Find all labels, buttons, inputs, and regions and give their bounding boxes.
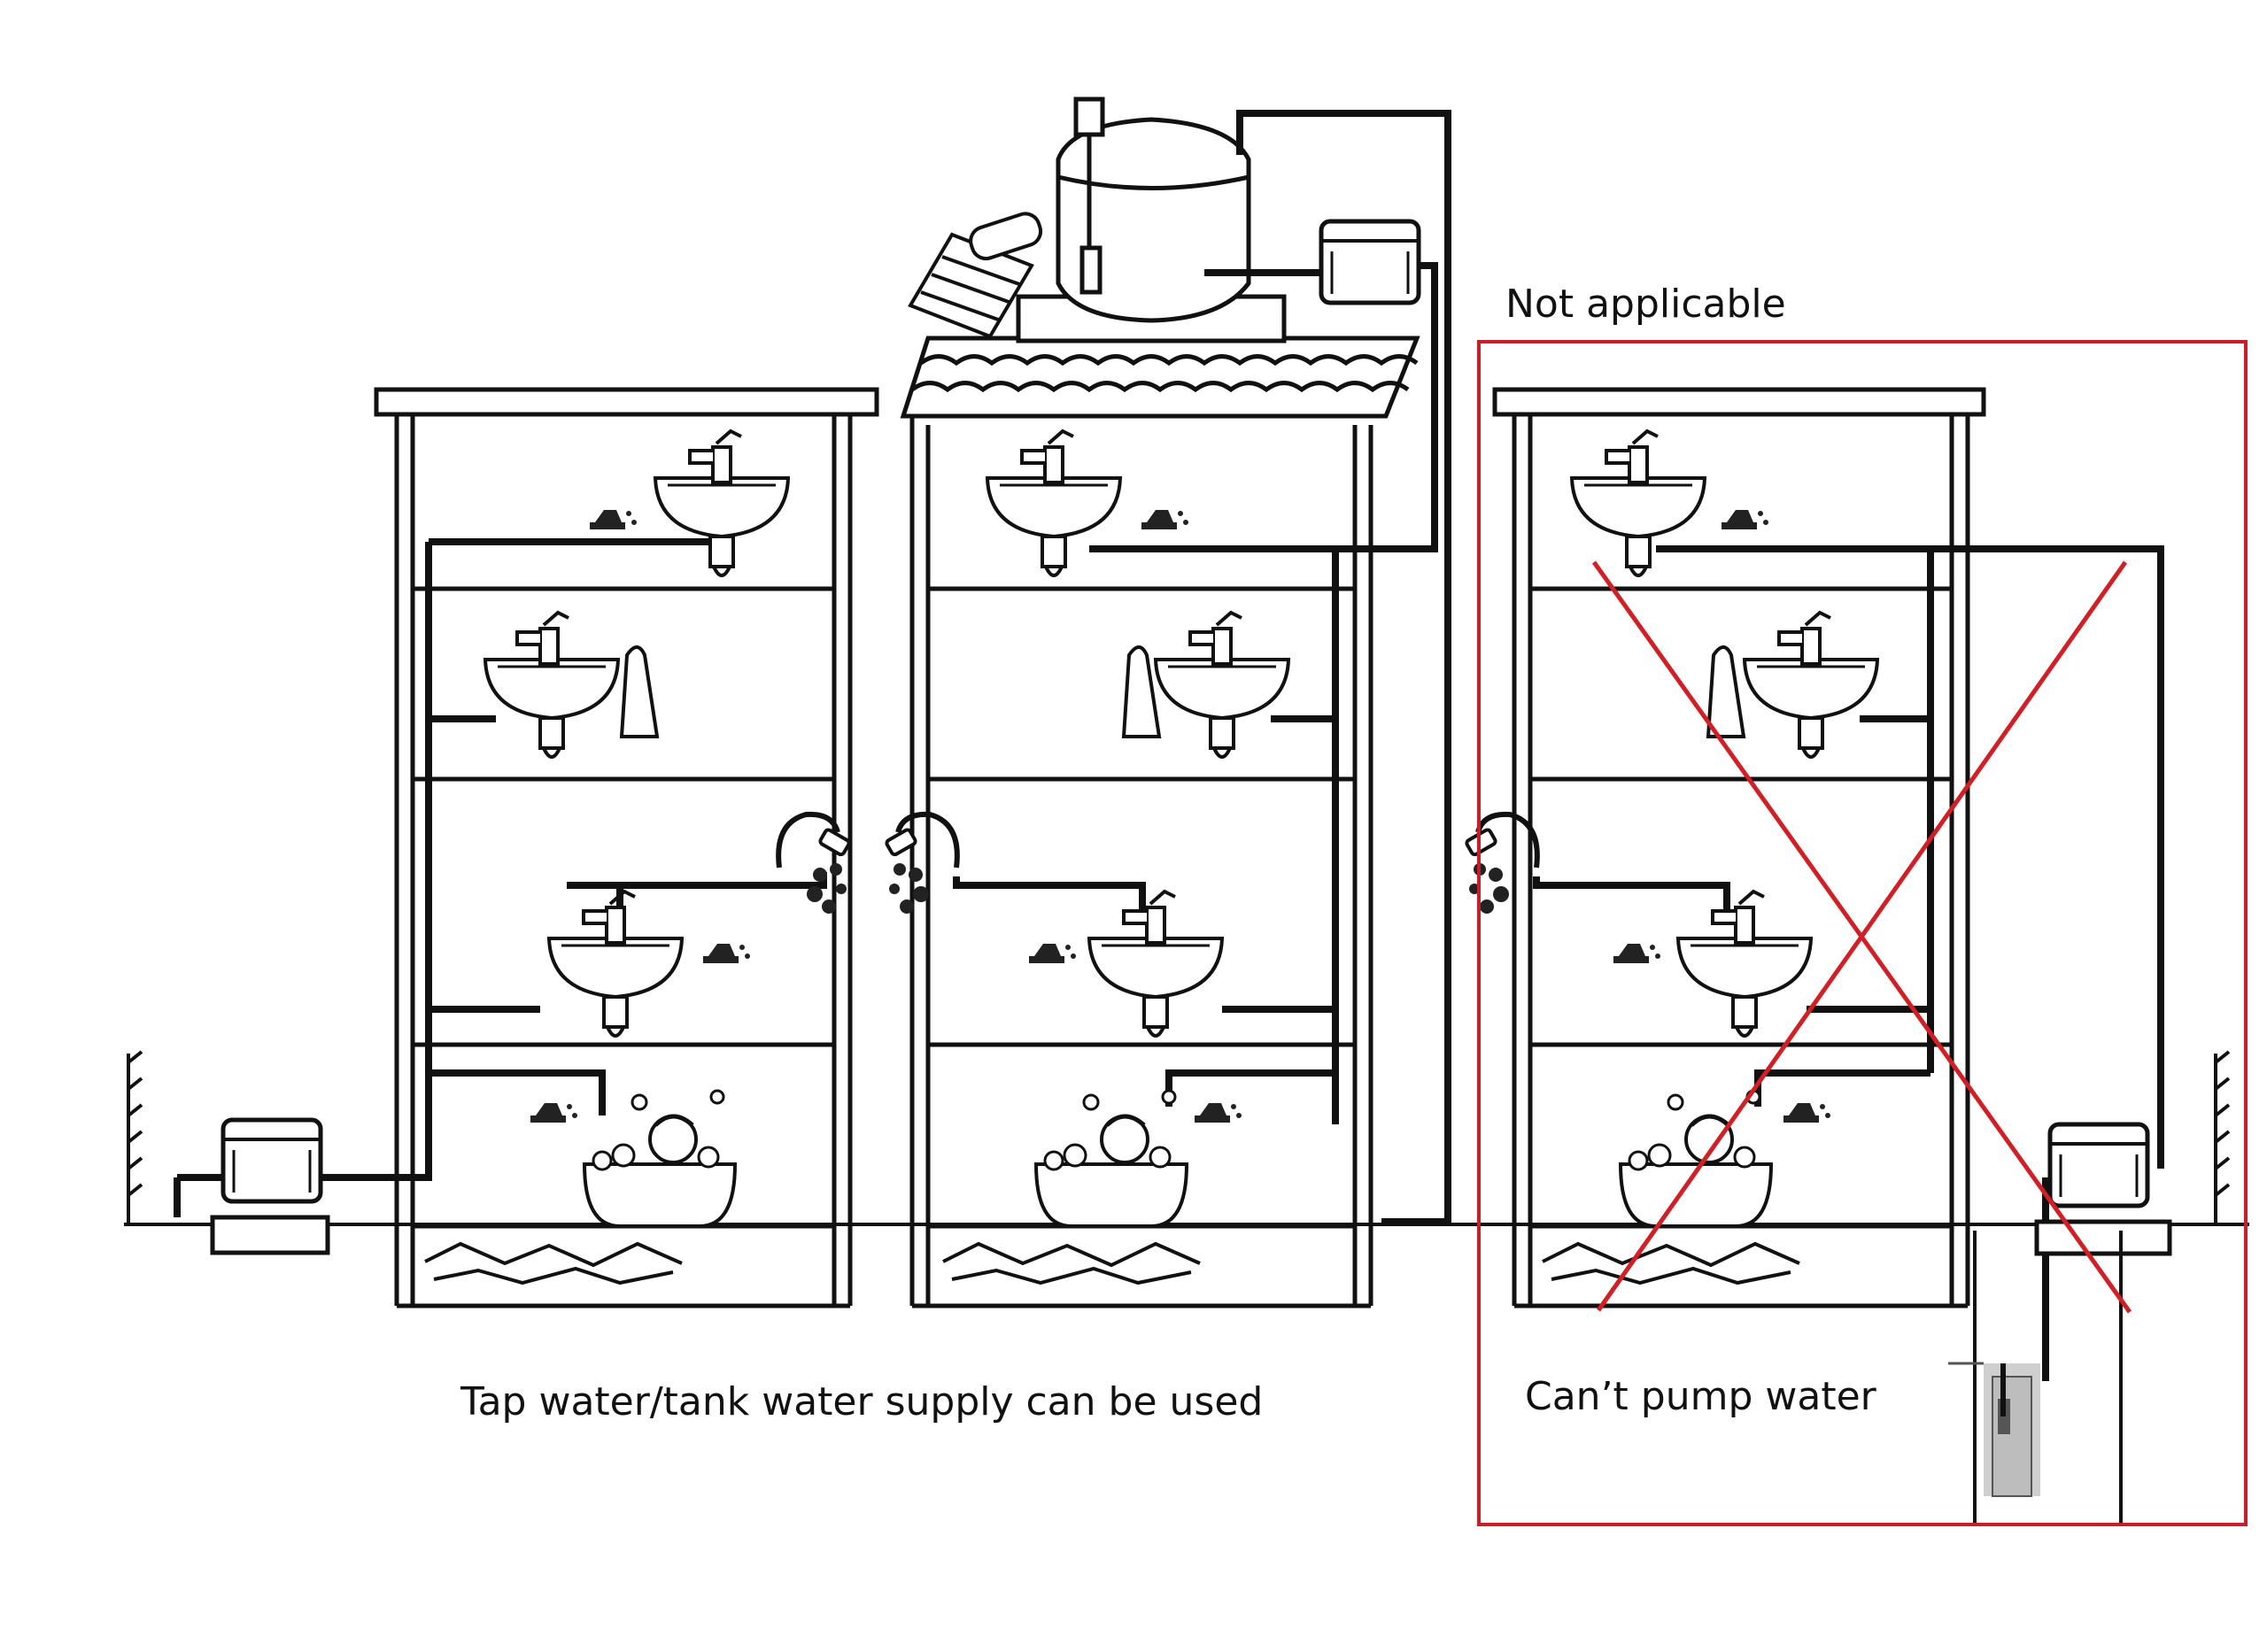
solar-heater-icon: [908, 212, 1043, 339]
middle-pipes: [953, 110, 1451, 1225]
left-building: [374, 387, 879, 1308]
shower-icon: [886, 814, 957, 914]
valve-icon: [530, 1103, 577, 1123]
sink-icon: [654, 476, 790, 577]
not-applicable-frame: [1477, 340, 2248, 1526]
faucet-icon: [1188, 611, 1243, 666]
sink-icon: [1087, 937, 1224, 1038]
shower-icon: [778, 814, 850, 914]
faucet-icon: [1020, 429, 1075, 484]
sink-icon: [986, 476, 1122, 577]
valve-icon: [590, 510, 637, 529]
faucet-icon: [515, 611, 570, 666]
valve-icon: [1195, 1103, 1242, 1123]
right-pipes: [1533, 545, 2164, 1381]
well-icon: [1948, 1231, 2123, 1523]
pump-icon: [223, 1120, 321, 1201]
faucet-icon: [688, 429, 743, 484]
towel-icon: [1706, 645, 1746, 738]
valve-icon: [703, 944, 750, 963]
pump-icon: [1321, 221, 1419, 303]
tap-supply-label: Tap water/tank water supply can be used: [460, 1379, 1264, 1424]
sink-icon: [547, 937, 684, 1038]
right-building: [1492, 387, 1986, 1308]
bathtub-icon: [1036, 1091, 1187, 1226]
faucet-icon: [1122, 890, 1177, 945]
left-pipes: [174, 538, 827, 1217]
sink-icon: [1154, 658, 1290, 759]
pump-base: [210, 1215, 330, 1255]
not-applicable-label: Not applicable: [1505, 282, 1786, 327]
cant-pump-label: Can’t pump water: [1525, 1374, 1876, 1419]
pump-base: [2034, 1219, 2172, 1256]
towel-icon: [1121, 645, 1162, 738]
cross-mark-icon: [1591, 560, 2132, 1314]
bathtub-icon: [584, 1091, 735, 1226]
sink-icon: [484, 658, 620, 759]
towel-icon: [619, 645, 660, 738]
valve-icon: [1141, 510, 1188, 529]
water-tank-icon: [1016, 96, 1287, 344]
middle-building: [900, 336, 1420, 1308]
faucet-icon: [582, 890, 637, 945]
valve-icon: [1029, 944, 1076, 963]
